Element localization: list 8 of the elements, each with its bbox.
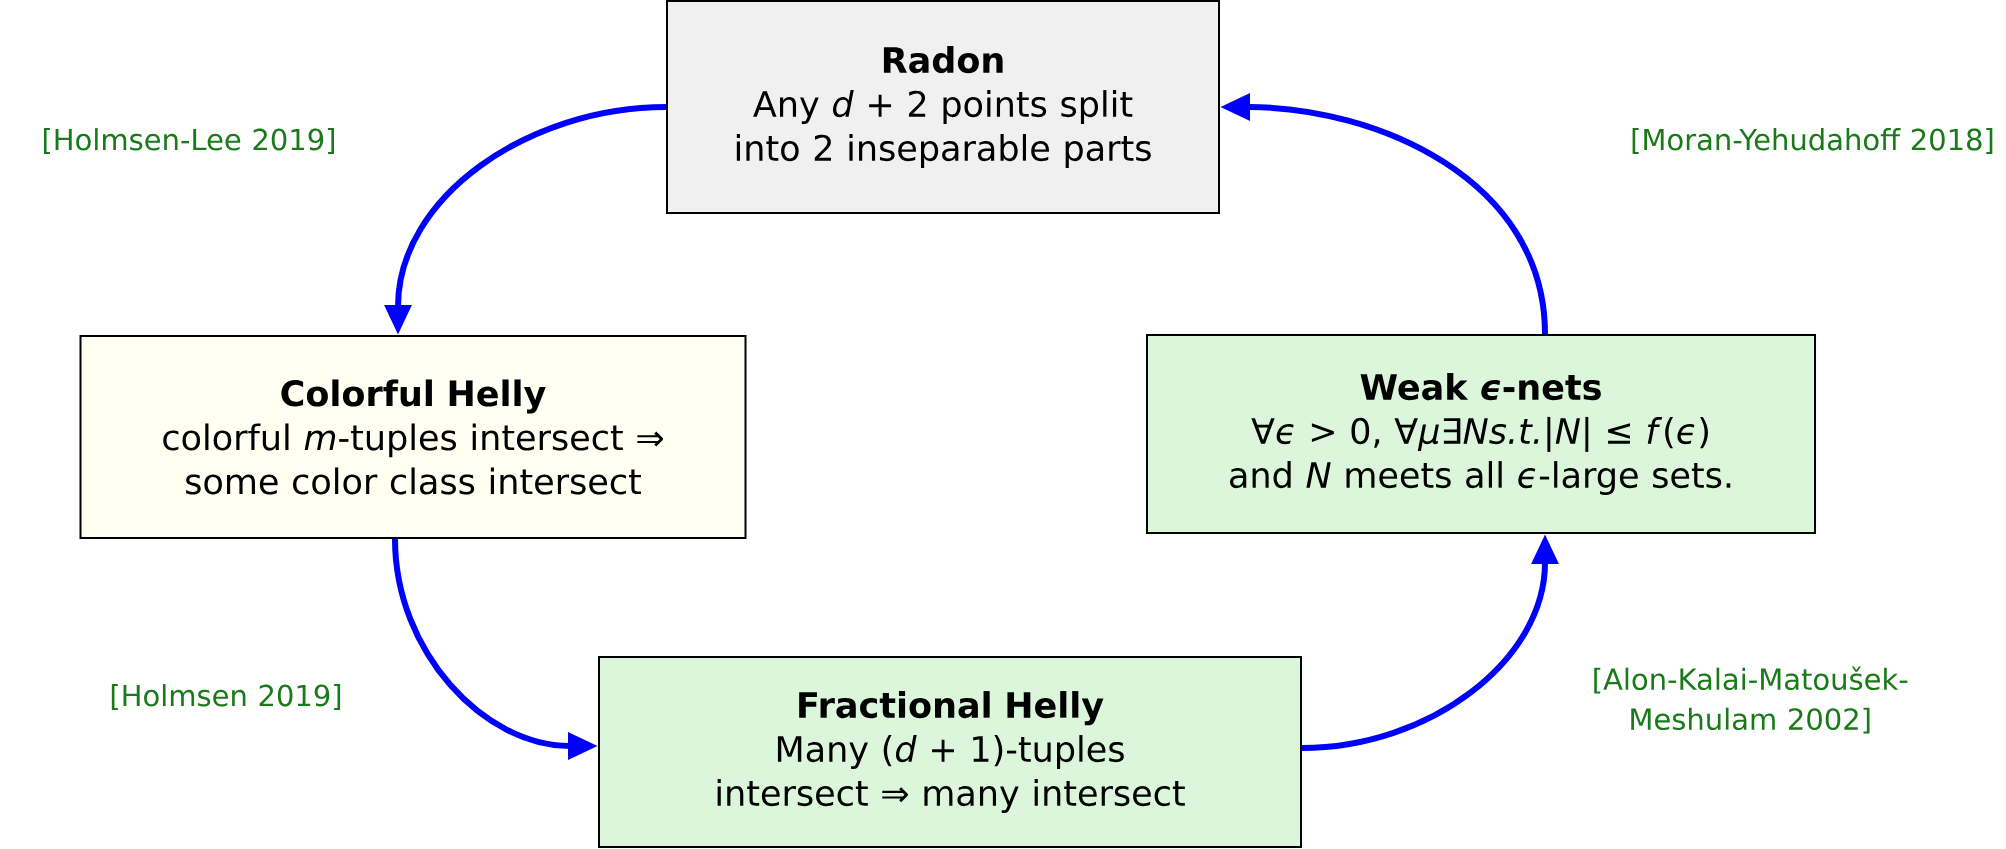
theorem-box: Colorful Helly colorful m-tuples intersect ⇒ some color class intersect xyxy=(79,335,747,539)
theorem-box: Fractional Helly Many (d + 1)-tuples intersect ⇒ many intersect xyxy=(598,656,1302,848)
edge-label: [Moran-Yehudahoff 2018] xyxy=(1632,128,1993,154)
theorem-box: Radon Any d + 2 points split into 2 inseparable parts xyxy=(666,0,1220,214)
edge-label: [Holmsen-Lee 2019] xyxy=(43,128,334,154)
edge-label: [Alon-Kalai-Matoušek-Meshulam 2002] xyxy=(1594,666,1908,734)
theorem-box: Weak ϵ-nets ∀ϵ > 0, ∀μ∃Ns.t.|N| ≤ f(ϵ) and N meets all ϵ-large sets. xyxy=(1146,334,1816,534)
edge-label: [Holmsen 2019] xyxy=(111,684,341,710)
